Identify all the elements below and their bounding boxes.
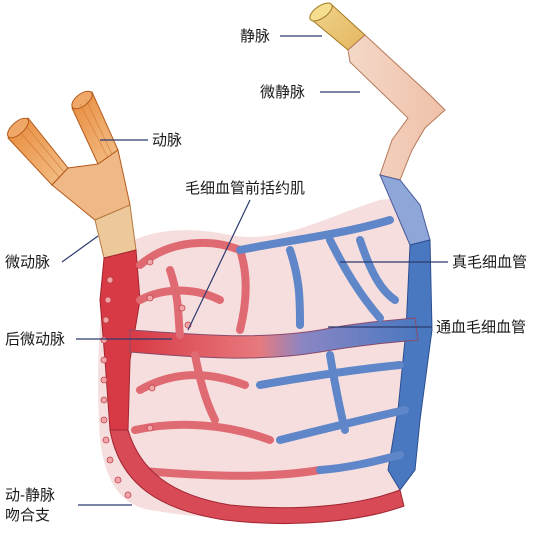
- label-precapillary-sphincter: 毛细血管前括约肌: [185, 180, 305, 331]
- label-thoroughfare-channel: 通血毛细血管: [328, 319, 526, 336]
- label-arteriole: 微动脉: [5, 235, 99, 271]
- label-thoroughfare-channel-text: 通血毛细血管: [436, 319, 526, 336]
- label-venule: 微静脉: [260, 84, 360, 101]
- label-artery: 动脉: [100, 132, 182, 149]
- capillary-bed-background: [98, 199, 421, 520]
- label-metarteriole: 后微动脉: [5, 331, 172, 348]
- label-av-anastomosis-line1: 动-静脉: [5, 487, 55, 504]
- label-precapillary-sphincter-text: 毛细血管前括约肌: [185, 180, 305, 197]
- label-arteriole-text: 微动脉: [5, 254, 50, 271]
- label-artery-text: 动脉: [152, 132, 182, 149]
- artery: [7, 90, 131, 221]
- label-av-anastomosis-line2: 吻合支: [5, 507, 50, 524]
- label-metarteriole-text: 后微动脉: [5, 331, 65, 348]
- sphincter-markers: [100, 258, 192, 499]
- label-true-capillary: 真毛细血管: [340, 253, 527, 271]
- arteriole: [94, 204, 141, 431]
- label-true-capillary-text: 真毛细血管: [452, 253, 527, 271]
- label-av-anastomosis: 动-静脉 吻合支: [5, 487, 132, 524]
- av-anastomosis-vessel: [109, 429, 405, 525]
- label-venule-text: 微静脉: [260, 84, 305, 101]
- thoroughfare-channel-vessel: [129, 317, 419, 359]
- capillary-network: [126, 216, 409, 480]
- label-vein: 静脉: [240, 28, 322, 45]
- venous-channel: [387, 239, 433, 491]
- label-vein-text: 静脉: [240, 28, 270, 45]
